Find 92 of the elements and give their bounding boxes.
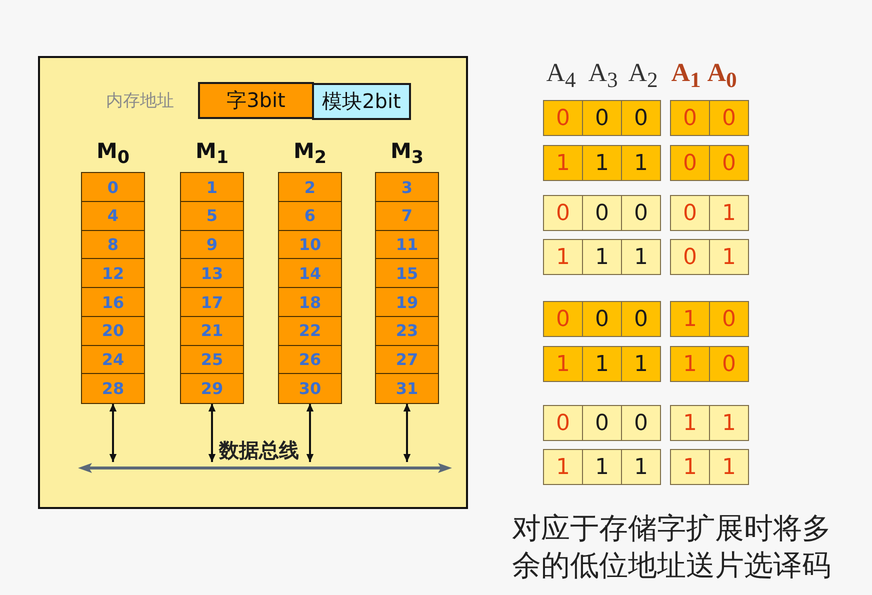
memory-cell: 15	[375, 258, 439, 288]
memory-cell: 8	[81, 230, 145, 260]
bit-cell: 0	[670, 195, 710, 231]
bit-cell: 1	[543, 346, 583, 382]
bit-cell: 0	[621, 100, 661, 136]
bit-cell: 0	[621, 301, 661, 337]
memory-cell: 10	[278, 230, 342, 260]
memory-cell: 21	[180, 316, 244, 346]
module-label: M$_{2}$	[292, 138, 328, 170]
bit-cell: 0	[621, 195, 661, 231]
memory-cell: 16	[81, 287, 145, 318]
bit-cell: 1	[709, 195, 749, 231]
memory-cell: 14	[278, 258, 342, 288]
bit-header: A$_{1}$	[671, 58, 701, 94]
bit-cell: 1	[709, 405, 749, 441]
bit-cell: 0	[709, 100, 749, 136]
memory-cell: 6	[278, 200, 342, 231]
bit-cell: 0	[670, 100, 710, 136]
memory-cell: 1	[180, 172, 244, 202]
bit-cell: 0	[621, 405, 661, 441]
memory-cell: 27	[375, 344, 439, 375]
bit-cell: 1	[582, 239, 622, 275]
double-arrow	[208, 404, 216, 462]
bit-header: A$_{0}$	[707, 58, 737, 94]
address-segment: 字3bit	[198, 82, 314, 119]
memory-cell: 20	[81, 316, 145, 346]
bit-cell: 1	[621, 145, 661, 181]
bit-cell: 1	[709, 449, 749, 485]
memory-cell: 31	[375, 373, 439, 404]
bit-cell: 0	[582, 100, 622, 136]
memory-cell: 9	[180, 230, 244, 260]
memory-cell: 17	[180, 287, 244, 318]
bit-cell: 0	[670, 239, 710, 275]
bit-cell: 0	[582, 301, 622, 337]
bit-cell: 1	[670, 405, 710, 441]
memory-cell: 19	[375, 287, 439, 318]
module-label: M$_{1}$	[194, 138, 230, 170]
double-arrow	[403, 404, 411, 462]
bit-cell: 1	[670, 449, 710, 485]
bit-cell: 0	[670, 145, 710, 181]
address-segment: 模块2bit	[312, 83, 411, 120]
memory-cell: 0	[81, 172, 145, 202]
module-label: M$_{3}$	[389, 138, 425, 170]
memory-cell: 29	[180, 373, 244, 404]
memory-cell: 7	[375, 200, 439, 231]
memory-cell: 5	[180, 200, 244, 231]
memory-cell: 12	[81, 258, 145, 288]
memory-cell: 11	[375, 230, 439, 260]
memory-cell: 24	[81, 344, 145, 375]
bit-header: A$_{4}$	[546, 58, 576, 94]
bit-cell: 0	[543, 301, 583, 337]
bit-cell: 0	[709, 301, 749, 337]
memory-cell: 25	[180, 344, 244, 375]
bit-cell: 0	[709, 346, 749, 382]
bit-cell: 1	[582, 346, 622, 382]
bus-label: 数据总线	[219, 437, 299, 464]
double-arrow	[109, 404, 117, 462]
memory-cell: 30	[278, 373, 342, 404]
address-label: 内存地址	[106, 90, 174, 112]
bit-cell: 1	[543, 449, 583, 485]
bit-cell: 0	[709, 145, 749, 181]
memory-cell: 4	[81, 200, 145, 231]
bit-cell: 1	[543, 239, 583, 275]
memory-cell: 22	[278, 316, 342, 346]
double-arrow	[306, 404, 314, 462]
memory-cell: 26	[278, 344, 342, 375]
bit-cell: 0	[582, 405, 622, 441]
bit-cell: 0	[582, 195, 622, 231]
memory-cell: 23	[375, 316, 439, 346]
memory-cell: 28	[81, 373, 145, 404]
bit-cell: 0	[543, 405, 583, 441]
bit-cell: 1	[582, 449, 622, 485]
bit-cell: 1	[543, 145, 583, 181]
memory-panel	[38, 56, 468, 509]
data-bus	[78, 462, 452, 474]
bit-cell: 1	[621, 346, 661, 382]
bit-cell: 0	[543, 195, 583, 231]
note-text: 对应于存储字扩展时将多余的低位地址送片选译码	[512, 510, 832, 584]
bit-cell: 1	[670, 301, 710, 337]
bit-header: A$_{3}$	[588, 58, 618, 94]
memory-cell: 18	[278, 287, 342, 318]
bit-cell: 1	[709, 239, 749, 275]
bit-cell: 1	[621, 239, 661, 275]
bit-cell: 1	[621, 449, 661, 485]
bit-header: A$_{2}$	[628, 58, 658, 94]
module-label: M$_{0}$	[95, 138, 131, 170]
memory-cell: 2	[278, 172, 342, 202]
memory-cell: 13	[180, 258, 244, 288]
memory-cell: 3	[375, 172, 439, 202]
bit-cell: 0	[543, 100, 583, 136]
bit-cell: 1	[582, 145, 622, 181]
bit-cell: 1	[670, 346, 710, 382]
